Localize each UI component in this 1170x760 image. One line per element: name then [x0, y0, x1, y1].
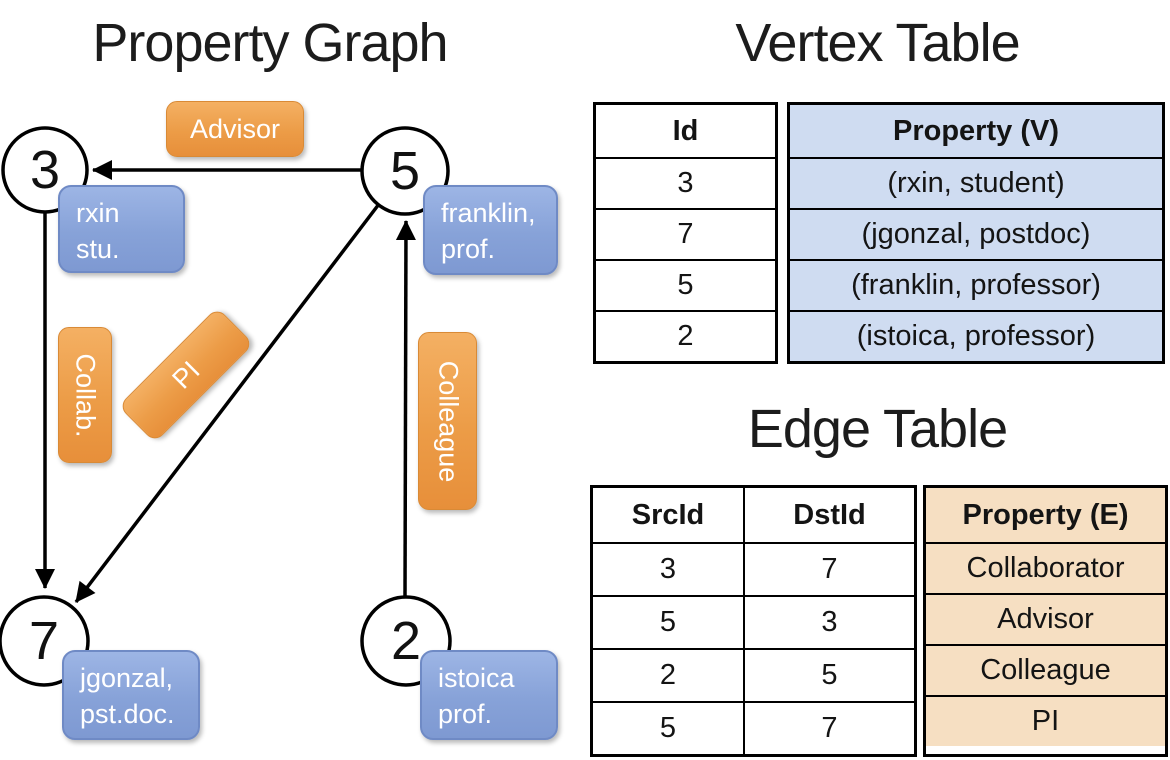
vertex-property-cell: (istoica, professor)	[790, 310, 1162, 361]
edge-dstid-cell: 3	[743, 597, 914, 648]
node-property-line: franklin,	[441, 198, 536, 228]
property-graph-title: Property Graph	[92, 13, 448, 73]
vertex-property-cell: (jgonzal, postdoc)	[790, 208, 1162, 259]
node-property-card-7: jgonzal, pst.doc.	[62, 650, 200, 740]
node-property-line: jgonzal,	[80, 663, 174, 693]
vertex-property-cell: (rxin, student)	[790, 157, 1162, 208]
vertex-table-title: Vertex Table	[735, 13, 1020, 73]
edge-property-header: Property (E)	[926, 488, 1165, 542]
edge-label-collab-text: Collab.	[70, 352, 101, 438]
node-property-line: prof.	[438, 698, 493, 729]
edge-dstid-cell: 5	[743, 650, 914, 701]
edge-dstid-cell: 7	[743, 703, 914, 754]
node-id-3: 3	[29, 140, 61, 200]
edge-srcid-cell: 5	[659, 606, 677, 638]
vertex-id-header: Id	[672, 114, 699, 147]
vertex-id-cell: 5	[596, 259, 775, 310]
node-property-line: prof.	[441, 233, 496, 264]
edge-2-to-5-colleague	[395, 220, 416, 599]
edge-table-title: Edge Table	[747, 399, 1008, 459]
node-id-7: 7	[28, 611, 60, 671]
node-property-line: istoica	[438, 663, 515, 693]
node-property-line: rxin	[76, 198, 120, 228]
edge-srcid-cell: 5	[659, 712, 677, 744]
vertex-property-cell: (franklin, professor)	[790, 259, 1162, 310]
node-property-line: pst.doc.	[80, 698, 175, 729]
edge-5-to-7-pi	[74, 202, 381, 604]
node-property-line: stu.	[76, 233, 120, 264]
edge-label-advisor: Advisor	[166, 101, 304, 157]
vertex-table-property-column: Property (V) (rxin, student) (jgonzal, p…	[787, 102, 1165, 364]
vertex-id-cell: 3	[596, 157, 775, 208]
edge-property-cell: Advisor	[926, 593, 1165, 644]
node-id-5: 5	[389, 141, 421, 201]
vertex-id-cell: 7	[596, 208, 775, 259]
edge-property-cell: Collaborator	[926, 542, 1165, 593]
edge-srcid-cell: 2	[659, 659, 677, 691]
node-property-card-5: franklin, prof.	[423, 185, 558, 275]
graph-canvas	[0, 126, 452, 687]
edge-dstid-header: DstId	[743, 488, 914, 542]
edge-label-colleague-text: Colleague	[433, 360, 463, 482]
edge-dstid-cell: 7	[743, 544, 914, 595]
edge-srcid-cell: 3	[659, 553, 677, 585]
vertex-table-id-column: Id 3 7 5 2	[593, 102, 778, 364]
edge-table: SrcId DstId 3 7 5 3 2 5 5 7 Property (E)…	[590, 485, 1168, 757]
edge-property-cell: PI	[926, 695, 1165, 746]
vertex-property-header: Property (V)	[790, 105, 1162, 157]
edge-table-ids-columns: SrcId DstId 3 7 5 3 2 5 5 7	[590, 485, 917, 757]
vertex-id-cell: 2	[596, 310, 775, 361]
edge-table-property-column: Property (E) Collaborator Advisor Collea…	[923, 485, 1168, 757]
edge-label-pi-text: PI	[166, 355, 206, 395]
vertex-table: Id 3 7 5 2 Property (V) (rxin, student) …	[593, 102, 1165, 364]
node-property-card-2: istoica prof.	[420, 650, 558, 740]
edge-property-cell: Colleague	[926, 644, 1165, 695]
edge-srcid-header: SrcId	[631, 498, 705, 531]
edge-label-colleague: Colleague	[418, 332, 477, 510]
node-property-card-3: rxin stu.	[58, 185, 185, 273]
node-id-2: 2	[390, 611, 422, 671]
edge-label-advisor-text: Advisor	[189, 113, 281, 144]
edge-label-collab: Collab.	[58, 327, 112, 463]
